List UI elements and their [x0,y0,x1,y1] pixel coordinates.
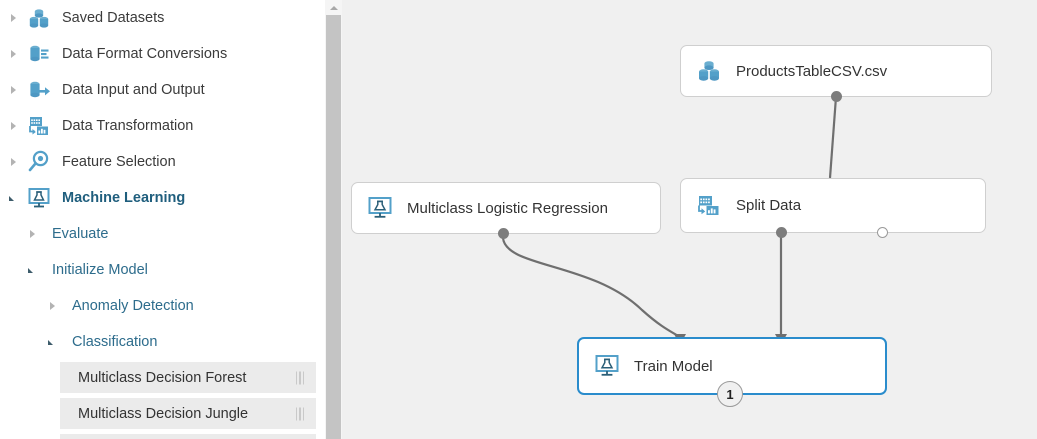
sidebar-item-machine-learning[interactable]: Machine Learning [0,180,325,216]
model-node-icon [593,352,621,380]
node-multiclass-logistic-regression[interactable]: Multiclass Logistic Regression [351,182,661,234]
output-port-split-right[interactable] [877,227,888,238]
sidebar-item-initialize-model[interactable]: Initialize Model [0,252,325,288]
connector-dataset-to-split [828,96,838,179]
list-item[interactable]: Multiclass Decision Jungle [60,398,316,429]
sidebar-item-data-format-conversions[interactable]: Data Format Conversions [0,36,325,72]
sidebar-item-data-transformation[interactable]: Data Transformation [0,108,325,144]
datasets-icon [26,5,52,31]
sidebar-item-saved-datasets[interactable]: Saved Datasets [0,0,325,36]
scroll-thumb[interactable] [326,15,341,439]
node-label: Train Model [634,357,713,375]
chevron-right-icon[interactable] [8,13,19,24]
sidebar-item-label: Machine Learning [62,190,186,206]
chevron-right-icon[interactable] [8,157,19,168]
chevron-right-icon[interactable] [8,85,19,96]
output-port-dataset[interactable] [831,91,842,102]
data-io-icon [26,77,52,103]
feature-selection-icon [26,149,52,175]
chevron-down-icon[interactable] [8,193,19,204]
sidebar-item-label: Evaluate [52,226,109,242]
connector-mlr-to-train [501,237,681,338]
data-format-icon [26,41,52,67]
module-tree-sidebar[interactable]: Saved Datasets Data Format Conversions [0,0,325,439]
sidebar-item-label: Feature Selection [62,154,176,170]
sidebar-item-feature-selection[interactable]: Feature Selection [0,144,325,180]
sidebar-item-label: Classification [72,334,158,350]
sidebar-item-label: Anomaly Detection [72,298,194,314]
node-label: Split Data [736,197,802,214]
list-item[interactable]: Multiclass Decision Forest [60,362,316,393]
sidebar-item-data-input-and-output[interactable]: Data Input and Output [0,72,325,108]
sidebar-item-classification[interactable]: Classification [0,324,325,360]
chevron-right-icon[interactable] [8,49,19,60]
sidebar-scrollbar[interactable] [325,0,342,439]
sidebar-item-label: Data Format Conversions [62,46,228,62]
chevron-right-icon[interactable] [47,301,58,312]
scroll-up-arrow-icon[interactable] [325,0,342,15]
output-port-split-left[interactable] [776,227,787,238]
machine-learning-icon [26,185,52,211]
sidebar-item-evaluate[interactable]: Evaluate [0,216,325,252]
chevron-down-icon[interactable] [27,265,38,276]
dataset-node-icon [695,57,723,85]
chevron-right-icon[interactable] [27,229,38,240]
data-transform-icon [26,113,52,139]
sidebar-item-label: Data Transformation [62,118,194,134]
node-products-table-csv[interactable]: ProductsTableCSV.csv [680,45,992,97]
output-port-mlr[interactable] [498,228,509,239]
chevron-right-icon[interactable] [8,121,19,132]
drag-handle-icon[interactable] [295,371,304,384]
status-badge[interactable]: 1 [717,381,743,407]
split-node-icon [695,192,723,220]
node-label: Multiclass Logistic Regression [407,199,608,217]
list-item[interactable]: Multiclass Logistic Regression [60,434,316,439]
module-label: Multiclass Decision Forest [78,369,247,386]
drag-handle-icon[interactable] [295,407,304,420]
module-label: Multiclass Decision Jungle [78,405,249,422]
node-split-data[interactable]: Split Data [680,178,986,233]
sidebar-item-label: Initialize Model [52,262,148,278]
sidebar-item-anomaly-detection[interactable]: Anomaly Detection [0,288,325,324]
model-node-icon [366,194,394,222]
chevron-down-icon[interactable] [47,337,58,348]
sidebar-item-label: Data Input and Output [62,82,205,98]
sidebar-item-label: Saved Datasets [62,10,165,26]
pipeline-canvas[interactable]: ProductsTableCSV.csv Multiclass Logistic… [342,0,1037,439]
node-label: ProductsTableCSV.csv [736,62,888,80]
